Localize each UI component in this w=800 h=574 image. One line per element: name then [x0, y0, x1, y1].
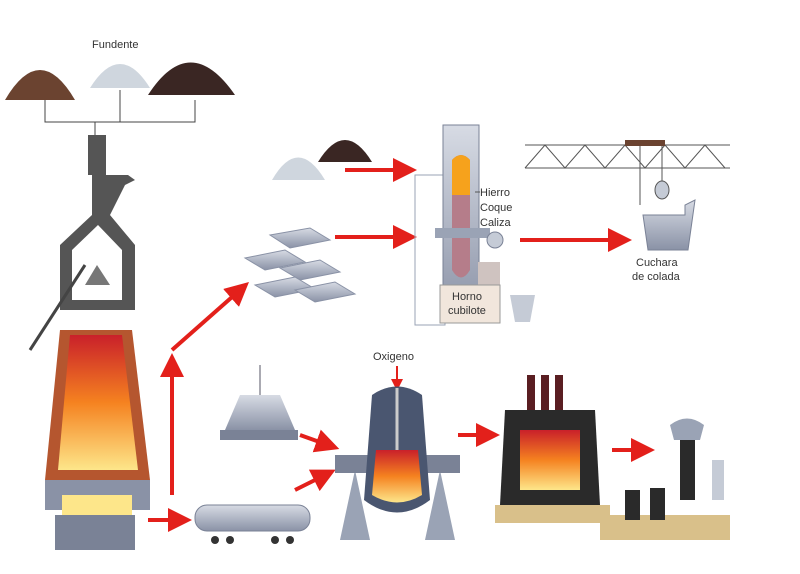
- coke-pile: [148, 62, 235, 95]
- process-arrows: [148, 158, 655, 532]
- iron-ore-pile: [5, 70, 75, 100]
- ladle-label-line2: de colada: [632, 271, 681, 283]
- limestone-label: Caliza: [480, 217, 511, 229]
- crane: [524, 140, 730, 205]
- flux-pile: [90, 64, 150, 88]
- oxygen-converter: [335, 386, 460, 540]
- arrow-torpedo-to-converter: [294, 469, 336, 492]
- pig-iron-ingots: [243, 227, 357, 303]
- ingot-stripping: [600, 418, 730, 540]
- cupola-furnace: [414, 124, 535, 326]
- torpedo-car: [194, 504, 311, 544]
- coke-label: Coque: [480, 202, 512, 214]
- scrap-magnet: [220, 365, 298, 440]
- cupola-label-line2: cubilote: [448, 305, 486, 317]
- ingot-mold: [495, 375, 610, 523]
- flux-label: Fundente: [92, 39, 138, 51]
- iron-label: Hierro: [480, 187, 510, 199]
- cupola-label-line1: Horno: [452, 291, 482, 303]
- blast-furnace: [28, 135, 150, 550]
- ladle: [642, 199, 696, 251]
- ladle-label-line1: Cuchara: [636, 257, 678, 269]
- small-coke-pile: [318, 140, 372, 162]
- oxygen-label: Oxigeno: [373, 351, 414, 363]
- arrow-to-ingots: [170, 282, 249, 352]
- arrow-magnet-to-converter: [299, 429, 340, 453]
- small-flux-pile: [272, 157, 325, 180]
